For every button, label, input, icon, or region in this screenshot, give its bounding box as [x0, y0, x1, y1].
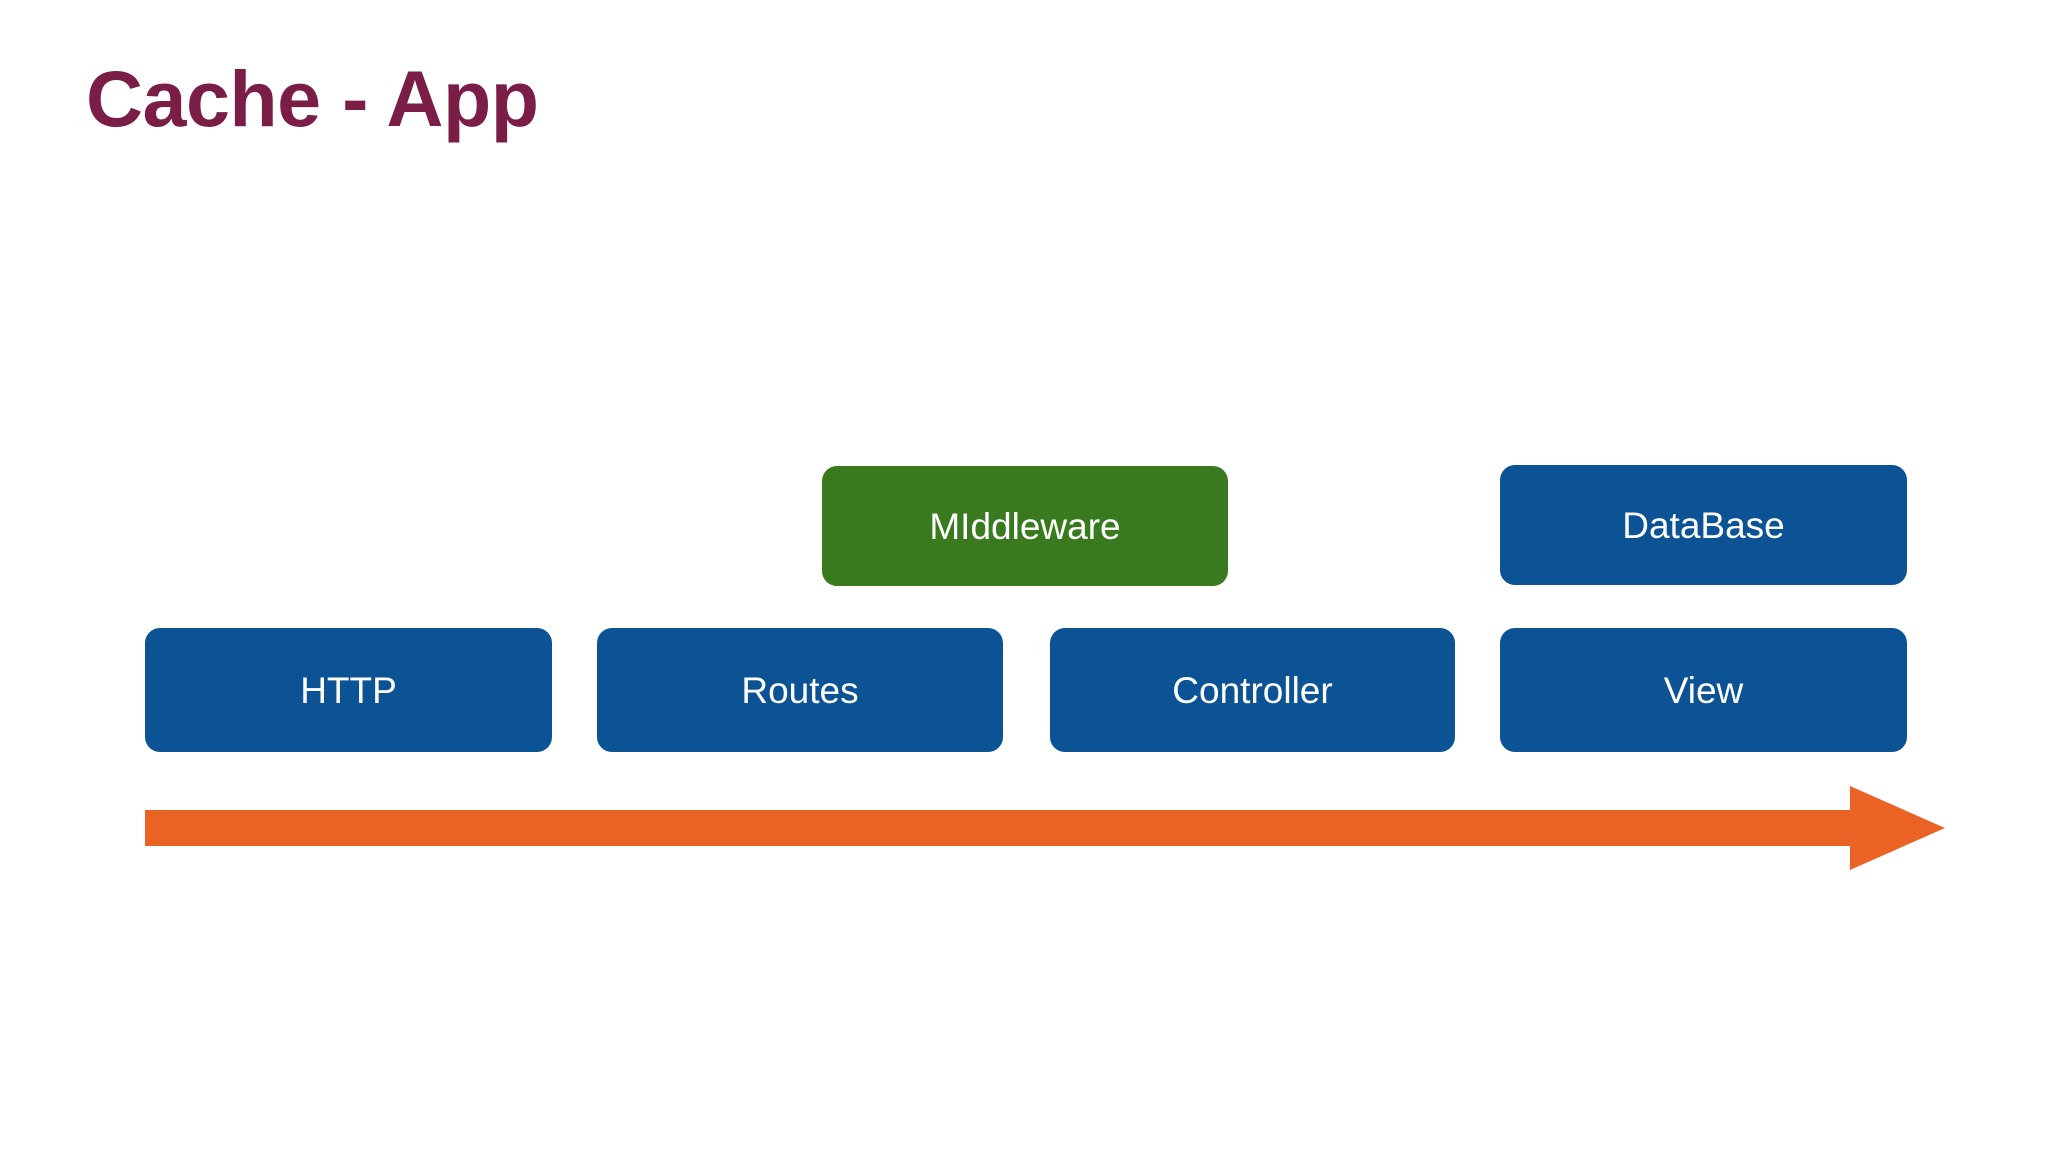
node-label: HTTP — [300, 669, 397, 711]
diagram-node-view[interactable]: View — [1500, 628, 1907, 752]
node-label: View — [1663, 669, 1744, 711]
diagram-node-http[interactable]: HTTP — [145, 628, 552, 752]
diagram-node-database[interactable]: DataBase — [1500, 465, 1907, 585]
diagram-node-routes[interactable]: Routes — [597, 628, 1003, 752]
flow-direction-arrow-icon — [140, 782, 1950, 874]
diagram-node-controller[interactable]: Controller — [1050, 628, 1455, 752]
node-label: Controller — [1172, 669, 1333, 711]
diagram-node-middleware[interactable]: MIddleware — [822, 466, 1228, 586]
page-title: Cache - App — [86, 54, 539, 143]
node-label: DataBase — [1622, 504, 1785, 546]
node-label: Routes — [741, 669, 859, 711]
node-label: MIddleware — [929, 505, 1121, 547]
